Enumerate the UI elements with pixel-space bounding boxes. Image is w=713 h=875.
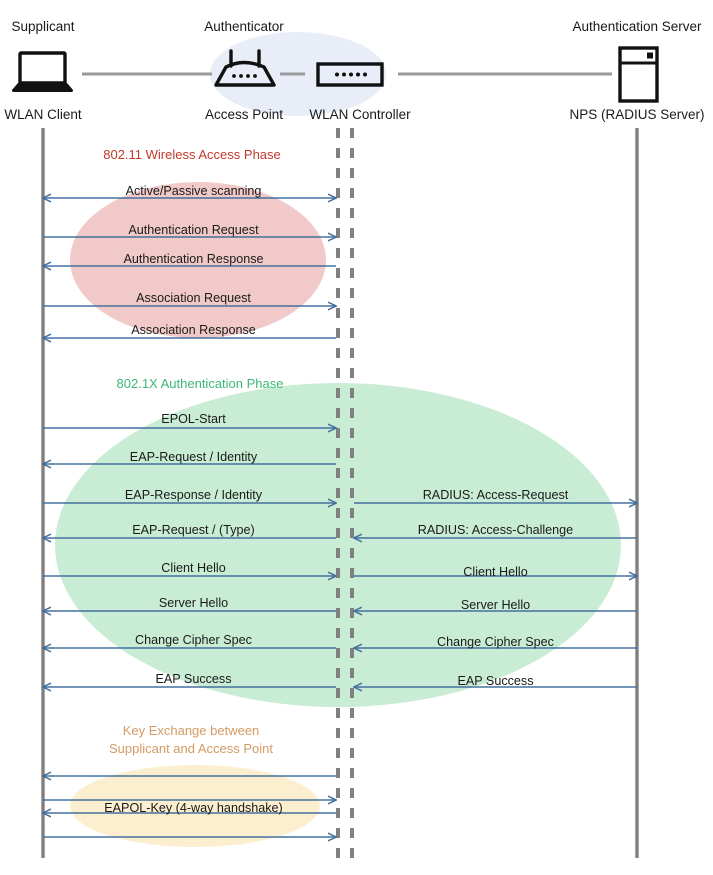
phase-80211-ellipse <box>70 182 326 338</box>
message-label-m2: Authentication Request <box>128 223 259 237</box>
message-label-r3: Client Hello <box>463 565 528 579</box>
phase-label-line1: Key Exchange between <box>122 723 260 738</box>
message-label-m12: Change Cipher Spec <box>135 633 252 647</box>
message-label-r1: RADIUS: Access-Request <box>422 488 569 502</box>
message-label-m3: Authentication Response <box>123 252 264 266</box>
message-label-m16: EAPOL-Key (4-way handshake) <box>104 801 283 815</box>
message-label-r6: EAP Success <box>457 674 534 688</box>
wlan-controller-icon <box>316 62 384 87</box>
actor-device-supplicant: WLAN Client <box>4 107 82 122</box>
laptop-icon <box>12 51 73 92</box>
message-label-r2: RADIUS: Access-Challenge <box>417 523 574 537</box>
message-label-m9: EAP-Request / (Type) <box>132 523 255 537</box>
actor-device-access-point: Access Point <box>204 107 284 122</box>
actor-role-authentication-server: Authentication Server <box>572 19 702 34</box>
message-label-m6: EPOL-Start <box>161 412 226 426</box>
message-label-r5: Change Cipher Spec <box>437 635 554 649</box>
actor-device-authentication-server: NPS (RADIUS Server) <box>569 107 705 122</box>
message-label-m5: Association Response <box>131 323 256 337</box>
actor-device-wlan-controller: WLAN Controller <box>309 107 411 122</box>
message-label-r4: Server Hello <box>460 598 531 612</box>
message-label-m10: Client Hello <box>161 561 226 575</box>
access-point-icon <box>214 49 276 87</box>
message-label-m8: EAP-Response / Identity <box>124 488 263 502</box>
message-label-m1: Active/Passive scanning <box>125 184 262 198</box>
actor-role-supplicant: Supplicant <box>11 19 75 34</box>
server-icon <box>618 46 659 103</box>
message-label-m7: EAP-Request / Identity <box>129 450 258 464</box>
phase-label-phase-80211: 802.11 Wireless Access Phase <box>103 147 281 162</box>
actor-role-access-point: Authenticator <box>204 19 284 34</box>
message-label-m11: Server Hello <box>158 596 229 610</box>
phase-label-phase-8021x: 802.1X Authentication Phase <box>116 376 284 391</box>
phase-key-exchange-ellipse <box>70 765 320 847</box>
phase-label-line2: Supplicant and Access Point <box>108 740 274 756</box>
message-label-m4: Association Request <box>136 291 251 305</box>
message-label-m13: EAP Success <box>155 672 232 686</box>
